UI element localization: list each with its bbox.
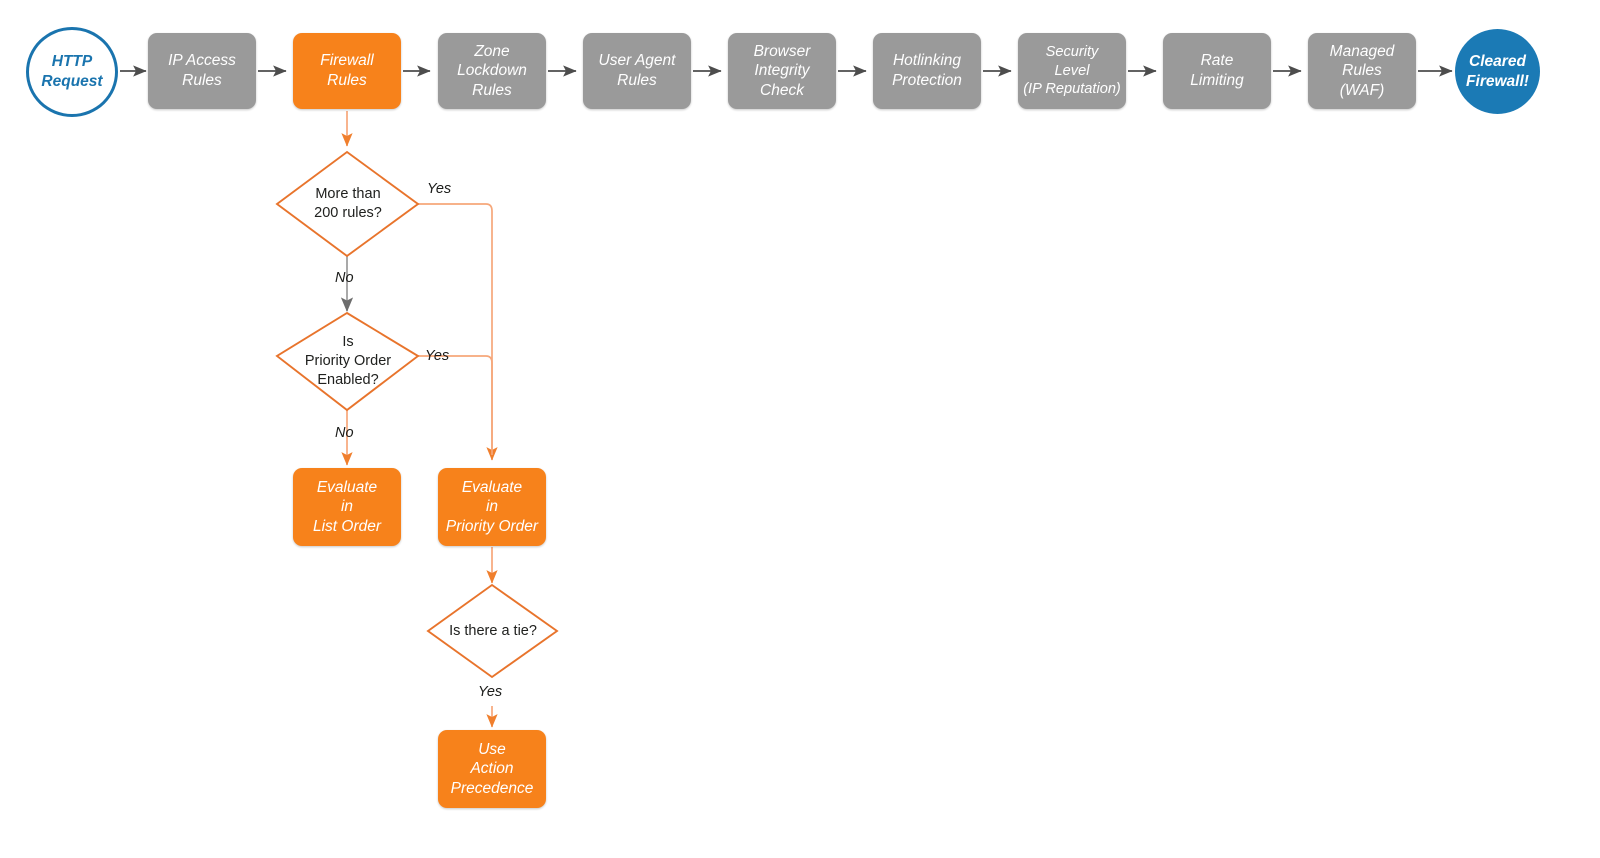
- decision-more-than-200-rules[interactable]: More than 200 rules?: [277, 152, 419, 256]
- node-cleared-firewall-label: Cleared Firewall!: [1466, 52, 1529, 90]
- node-zone-lockdown-rules-label: Zone Lockdown Rules: [457, 42, 527, 99]
- decision-is-there-a-tie-label: Is there a tie?: [449, 623, 537, 640]
- node-hotlinking-protection-label: Hotlinking Protection: [892, 52, 962, 89]
- edge-label-more-than-200-yes: Yes: [427, 181, 452, 197]
- decision-priority-order-enabled[interactable]: Is Priority Order Enabled?: [277, 313, 419, 410]
- node-managed-rules-waf[interactable]: Managed Rules (WAF): [1308, 33, 1416, 109]
- node-hotlinking-protection[interactable]: Hotlinking Protection: [873, 33, 981, 109]
- node-managed-rules-waf-label: Managed Rules (WAF): [1329, 42, 1395, 99]
- node-user-agent-rules[interactable]: User Agent Rules: [583, 33, 691, 109]
- node-http-request-label: HTTP Request: [41, 53, 103, 90]
- node-evaluate-in-list-order-label: Evaluate in List Order: [312, 478, 382, 535]
- node-firewall-rules[interactable]: Firewall Rules: [293, 33, 401, 109]
- decision-is-there-a-tie[interactable]: Is there a tie?: [428, 585, 558, 678]
- node-ip-access-rules[interactable]: IP Access Rules: [148, 33, 256, 109]
- node-browser-integrity-check[interactable]: Browser Integrity Check: [728, 33, 836, 109]
- node-browser-integrity-check-label: Browser Integrity Check: [753, 42, 811, 99]
- node-firewall-rules-label: Firewall Rules: [320, 52, 374, 89]
- edge-200rules-yes: [418, 203, 498, 461]
- node-security-level[interactable]: Security Level (IP Reputation): [1018, 33, 1126, 109]
- node-cleared-firewall[interactable]: Cleared Firewall!: [1455, 29, 1540, 114]
- decision-priority-order-enabled-label: Is Priority Order Enabled?: [304, 334, 392, 388]
- node-evaluate-in-priority-order[interactable]: Evaluate in Priority Order: [438, 468, 546, 546]
- node-evaluate-in-priority-order-label: Evaluate in Priority Order: [445, 478, 539, 535]
- node-evaluate-in-list-order[interactable]: Evaluate in List Order: [293, 468, 401, 546]
- edge-label-more-than-200-no: No: [335, 270, 354, 286]
- node-rate-limiting[interactable]: Rate Limiting: [1163, 33, 1271, 109]
- edge-label-priority-order-no: No: [335, 425, 354, 441]
- node-zone-lockdown-rules[interactable]: Zone Lockdown Rules: [438, 33, 546, 109]
- node-security-level-label: Security Level (IP Reputation): [1023, 44, 1121, 98]
- node-http-request[interactable]: HTTP Request: [26, 27, 118, 117]
- edge-label-priority-order-yes: Yes: [425, 348, 450, 364]
- node-rate-limiting-label: Rate Limiting: [1190, 52, 1244, 89]
- edge-label-tie-yes: Yes: [478, 684, 503, 700]
- node-user-agent-rules-label: User Agent Rules: [598, 52, 676, 89]
- decision-more-than-200-rules-label: More than 200 rules?: [314, 186, 382, 221]
- node-use-action-precedence[interactable]: Use Action Precedence: [438, 730, 546, 808]
- node-use-action-precedence-label: Use Action Precedence: [450, 740, 534, 797]
- node-ip-access-rules-label: IP Access Rules: [168, 52, 236, 89]
- edge-priority-yes: [418, 355, 493, 455]
